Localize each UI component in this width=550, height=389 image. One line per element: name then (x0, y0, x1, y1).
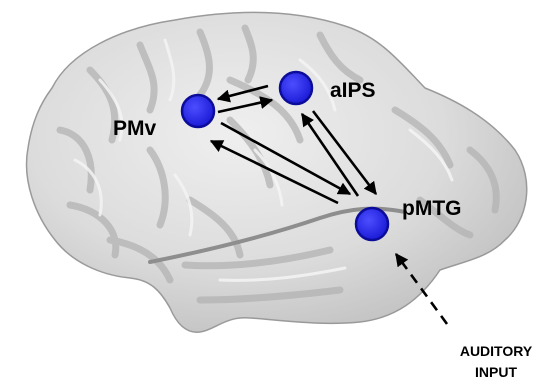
arrow-pmtg-to-pmv (209, 139, 339, 205)
auditory-input-label-line1: AUDITORY (460, 343, 533, 359)
connections (209, 84, 449, 325)
arrow-pmv-to-aips (217, 96, 274, 114)
pmv-node (180, 93, 216, 129)
arrow-pmv-to-pmtg (220, 121, 352, 196)
arrow-auditory-input (394, 252, 449, 325)
arrow-aips-to-pmv (216, 84, 269, 103)
arrow-pmtg-to-aips (300, 112, 360, 197)
pmv-label: PMv (113, 117, 157, 140)
region-nodes (180, 70, 390, 242)
pmtg-label: pMTG (402, 197, 461, 220)
pmtg-node (354, 206, 390, 242)
aips-node (278, 70, 314, 106)
aips-label: aIPS (330, 79, 376, 102)
arrow-aips-to-pmtg (311, 110, 378, 196)
auditory-input-label-line2: INPUT (475, 364, 517, 380)
